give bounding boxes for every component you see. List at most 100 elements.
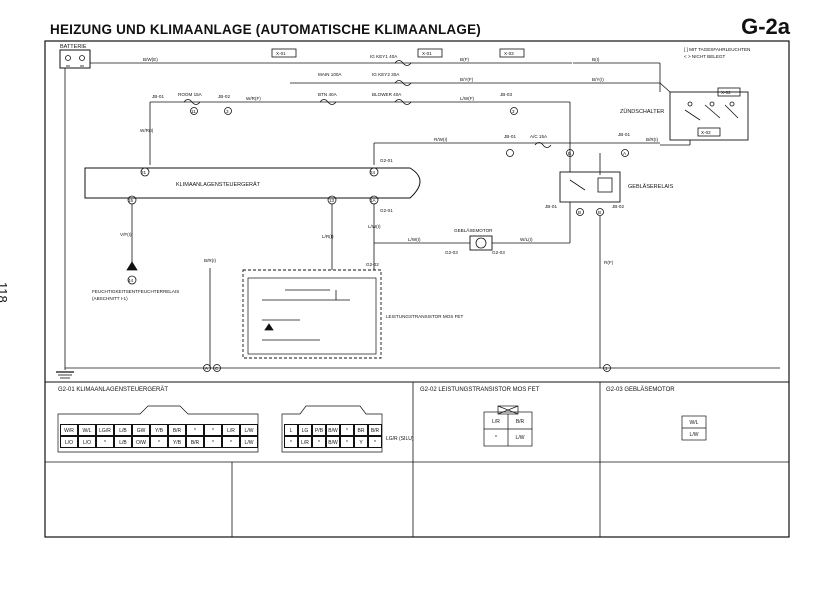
wire-byf: B/Y(F): [460, 77, 474, 82]
wire-vfi: V/F(I): [120, 232, 132, 237]
conn-jb01a: JB-01: [152, 94, 164, 99]
term-b3: B: [598, 210, 601, 215]
connector-pin: *: [284, 436, 298, 448]
connector-pin: *: [340, 436, 354, 448]
wire-lwi2: L/W(I): [408, 237, 421, 242]
connector-pin: O/W: [132, 436, 150, 448]
transistor-label: LEISTUNGSTRANSISTOR MOS FET: [386, 314, 463, 319]
wire-bri: B/R(I): [646, 137, 658, 142]
connector-pin: W/R: [60, 424, 78, 436]
connector-pin: *: [495, 435, 497, 441]
term-b2: B: [578, 210, 581, 215]
panel3-title: G2-03 GEBLÄSEMOTOR: [606, 387, 675, 393]
fuse-ac: A/C 15A: [530, 134, 548, 139]
conn-jb02a: JB-02: [218, 94, 230, 99]
wire-lri: L/R(I): [322, 234, 334, 239]
connector-pin: B/R: [368, 424, 382, 436]
wire-lwi: L/W(I): [368, 224, 381, 229]
conn-x01: X-01: [276, 51, 286, 56]
connector-pin: *: [96, 436, 114, 448]
wire-bf: B(F): [460, 57, 469, 62]
conn-jb03: JB-03: [500, 92, 512, 97]
wire-rwi: R/W(I): [434, 137, 448, 142]
fuse-btn: BTN 40A: [318, 92, 338, 97]
blower-relay: [559, 171, 621, 203]
wire-wrf: W/R(F): [246, 96, 261, 101]
conn-x03: X-03: [504, 51, 514, 56]
conn-jb01b: JB-01: [504, 134, 516, 139]
connector-pin: L/R: [298, 436, 312, 448]
diagram-code: G-2a: [741, 14, 790, 39]
climate-ecu-block: [84, 167, 421, 199]
term-21: 21: [141, 170, 147, 175]
connector-pin: L/W: [515, 435, 525, 441]
connector-pin: W/L: [78, 424, 96, 436]
fuse-ig-key1: IG KEY1 40A: [370, 54, 398, 59]
conn-g203a: G2-03: [445, 250, 458, 255]
connector-pin: L/W: [240, 424, 258, 436]
connector-pin: *: [204, 424, 222, 436]
connector-pin: B/W: [326, 424, 340, 436]
fan-relay-label: FEUCHTIGKEITSENTFEUCHTERRELAIS: [92, 289, 179, 294]
connector-pin: Y: [354, 436, 368, 448]
connector-pin: B/W: [326, 436, 340, 448]
connector-pin: LG/R: [96, 424, 114, 436]
connector-pin: *: [186, 424, 204, 436]
wire-bi: B(I): [592, 57, 600, 62]
blower-relay-label: GEBLÄSERELAIS: [628, 183, 674, 190]
term-c: C: [215, 366, 219, 371]
connector-pin: L/W: [240, 436, 258, 448]
connector-pin: B/R: [186, 436, 204, 448]
term-24: 24: [370, 170, 376, 175]
connector-pin: P/B: [312, 424, 326, 436]
connector-pin: BR: [354, 424, 368, 436]
conn4-shape: [681, 415, 707, 441]
conn-jb01c: JB-01: [618, 132, 630, 137]
wire-bri2: B/R(I): [204, 258, 216, 263]
connector-pin: GW: [132, 424, 150, 436]
fuse-main: MAIN 100A: [318, 72, 342, 77]
power-transistor: [242, 269, 382, 359]
connector-pin: L: [284, 424, 298, 436]
conn-g203b: G2-03: [492, 250, 505, 255]
term-1a: 1A: [370, 198, 377, 203]
connector-pin: L/R: [222, 424, 240, 436]
conn-g201a: G2-01: [380, 158, 393, 163]
diagram-frame: [44, 40, 790, 538]
ecu-label: KLIMAANLAGENSTEUERGERÄT: [176, 181, 261, 188]
wire-byi: B/Y(I): [592, 77, 604, 82]
fuse-room: ROOM 15A: [178, 92, 203, 97]
battery-symbol: [59, 49, 91, 69]
panel2-title: G2-02 LEISTUNGSTRANSISTOR MOS FET: [420, 387, 540, 393]
connector-pin: *: [312, 436, 326, 448]
connector-pin: L/O: [78, 436, 96, 448]
note-line1: [ ] MIT TAGESFAHRLEUCHTEN: [684, 47, 750, 52]
fan-relay-ref: (ABSCHNITT I-1): [92, 296, 128, 301]
conn-x01b: X-01: [422, 51, 432, 56]
connector-pin: *: [204, 436, 222, 448]
conn-x02b: X-02: [701, 130, 711, 135]
conn-jb01d: JB-01: [545, 204, 557, 209]
conn1-shape: [57, 405, 259, 453]
fuse-ig-key2: IG KEY2 30A: [372, 72, 400, 77]
connector-pin: W/L: [689, 420, 699, 426]
conn-jb02b: JB-02: [612, 204, 624, 209]
panel1-title: G2-01 KLIMAANLAGENSTEUERGERÄT: [58, 387, 169, 393]
term-b: B: [568, 151, 571, 156]
conn2-shape: [281, 405, 383, 453]
connector-pin: B/R: [515, 419, 525, 425]
conn-g202: G2-02: [366, 262, 379, 267]
connector-pin: L/O: [60, 436, 78, 448]
term-3b: 3: [512, 109, 515, 114]
connector-pin: Y/B: [150, 424, 168, 436]
term-44: 44: [128, 278, 134, 283]
connector-pin: B/R: [168, 424, 186, 436]
wire-wli: W/L(I): [520, 237, 533, 242]
wire-bwe: B/W(E): [143, 57, 158, 62]
wire-lwf: L/W(F): [460, 96, 475, 101]
page-title: HEIZUNG UND KLIMAANLAGE (AUTOMATISCHE KL…: [50, 22, 481, 37]
connector-pin: *: [340, 424, 354, 436]
ignition-switch: [669, 87, 749, 141]
fuse-blower: BLOWER 40A: [372, 92, 402, 97]
